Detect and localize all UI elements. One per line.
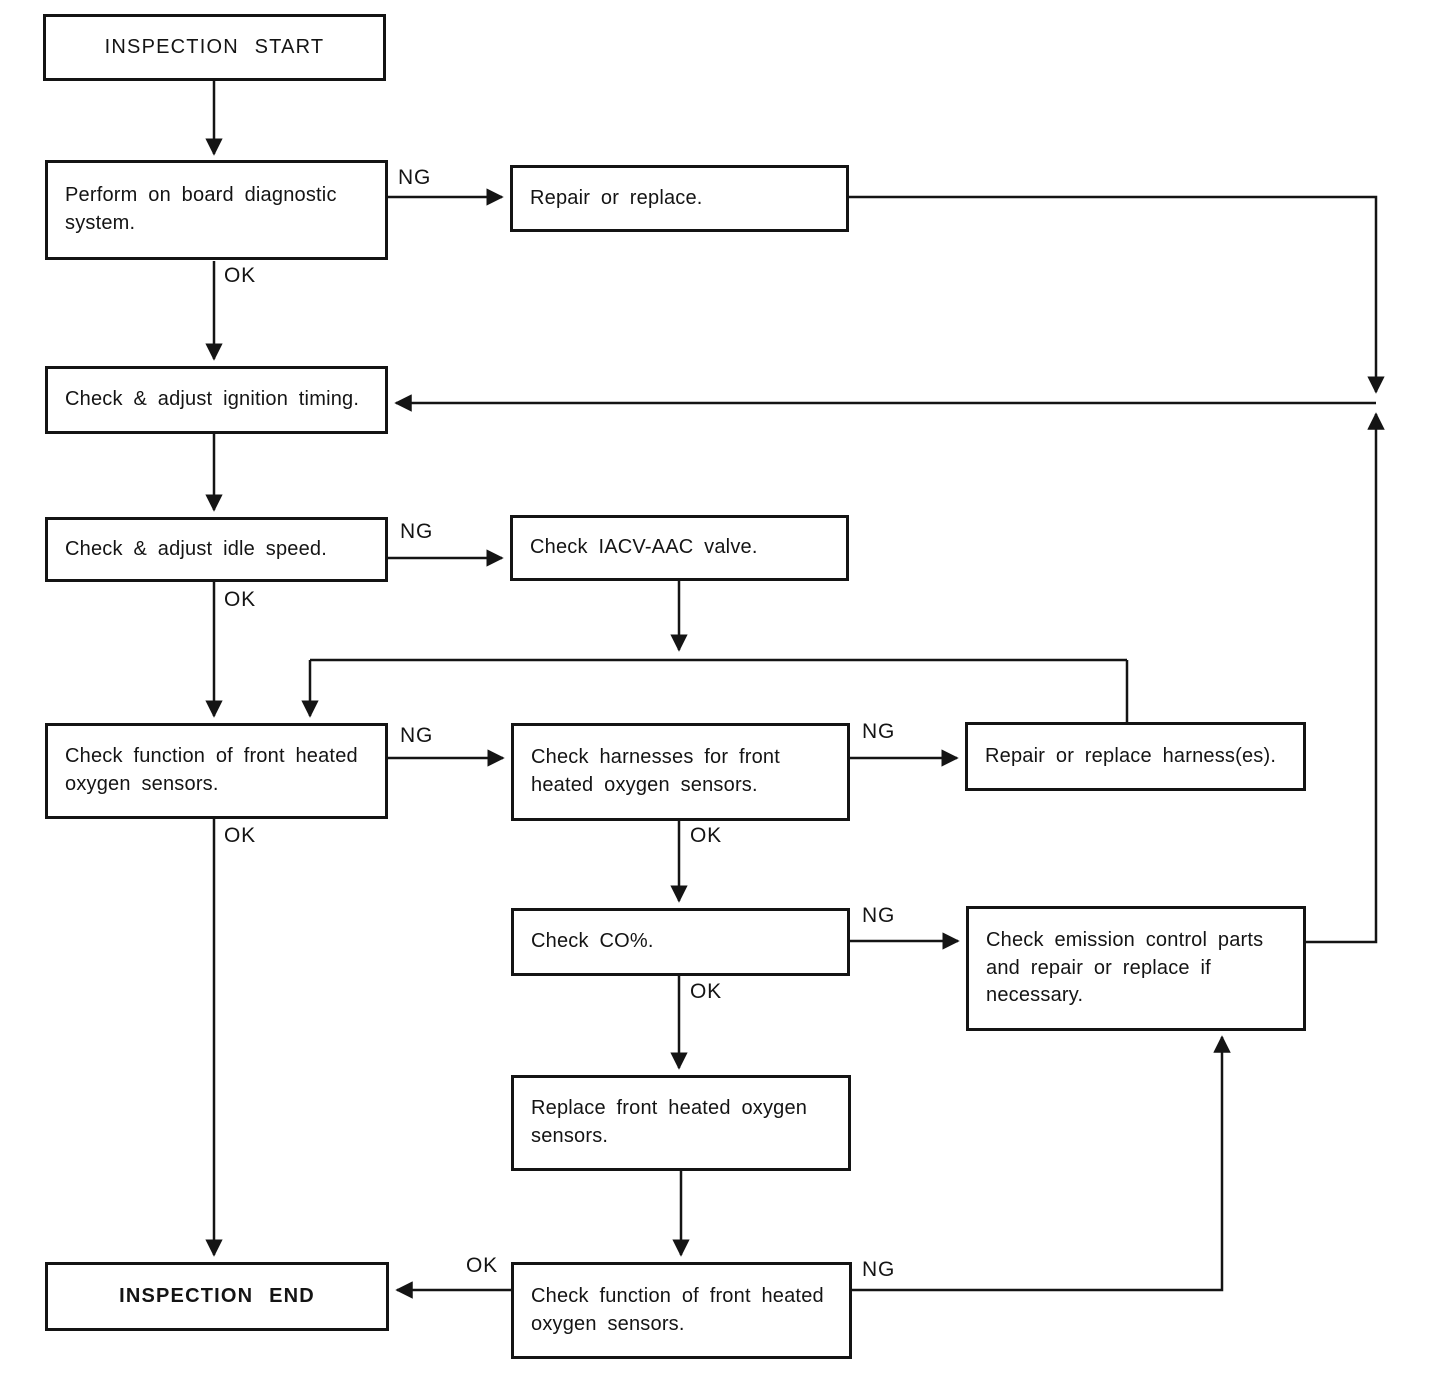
- edge-label-ok-harness: OK: [690, 824, 722, 847]
- edge-label-ok-idle: OK: [224, 588, 256, 611]
- node-check-emission-control-parts: Check emission control parts and repair …: [966, 906, 1306, 1031]
- node-check-adjust-idle-speed: Check & adjust idle speed.: [45, 517, 388, 582]
- node-check-function-front-o2-2: Check function of front heated oxygen se…: [511, 1262, 852, 1359]
- edge-repair-loop-right-down: [849, 195, 1385, 394]
- node-check-harnesses-front-o2: Check harnesses for front heated oxygen …: [511, 723, 850, 821]
- edge-label-ng-harness: NG: [862, 720, 896, 743]
- node-repair-or-replace: Repair or replace.: [510, 165, 849, 232]
- edge-label-ok-co: OK: [690, 980, 722, 1003]
- edge-label-ng-checkfn1: NG: [400, 724, 434, 747]
- node-check-adjust-ignition-timing: Check & adjust ignition timing.: [45, 366, 388, 434]
- edge-label-ok-checkfn2: OK: [466, 1254, 498, 1277]
- edge-label-ng-obd: NG: [398, 166, 432, 189]
- edge-label-ng-checkfn2: NG: [862, 1258, 896, 1281]
- node-inspection-start: INSPECTION START: [43, 14, 386, 81]
- edge-label-ng-idle: NG: [400, 520, 434, 543]
- edge-label-ok-obd: OK: [224, 264, 256, 287]
- edge-checkfn2-ng-to-emission: [852, 1035, 1231, 1292]
- node-check-function-front-o2-1: Check function of front heated oxygen se…: [45, 723, 388, 819]
- node-perform-obd: Perform on board diagnostic system.: [45, 160, 388, 260]
- edge-label-ng-co: NG: [862, 904, 896, 927]
- edge-label-ok-checkfn1: OK: [224, 824, 256, 847]
- node-check-iacv-aac-valve: Check IACV-AAC valve.: [510, 515, 849, 581]
- node-repair-or-replace-harnesses: Repair or replace harness(es).: [965, 722, 1306, 791]
- node-inspection-end: INSPECTION END: [45, 1262, 389, 1331]
- node-replace-front-o2-sensors: Replace front heated oxygen sensors.: [511, 1075, 851, 1171]
- node-check-co-percent: Check CO%.: [511, 908, 850, 976]
- edge-emission-loop-right-up: [1305, 412, 1385, 944]
